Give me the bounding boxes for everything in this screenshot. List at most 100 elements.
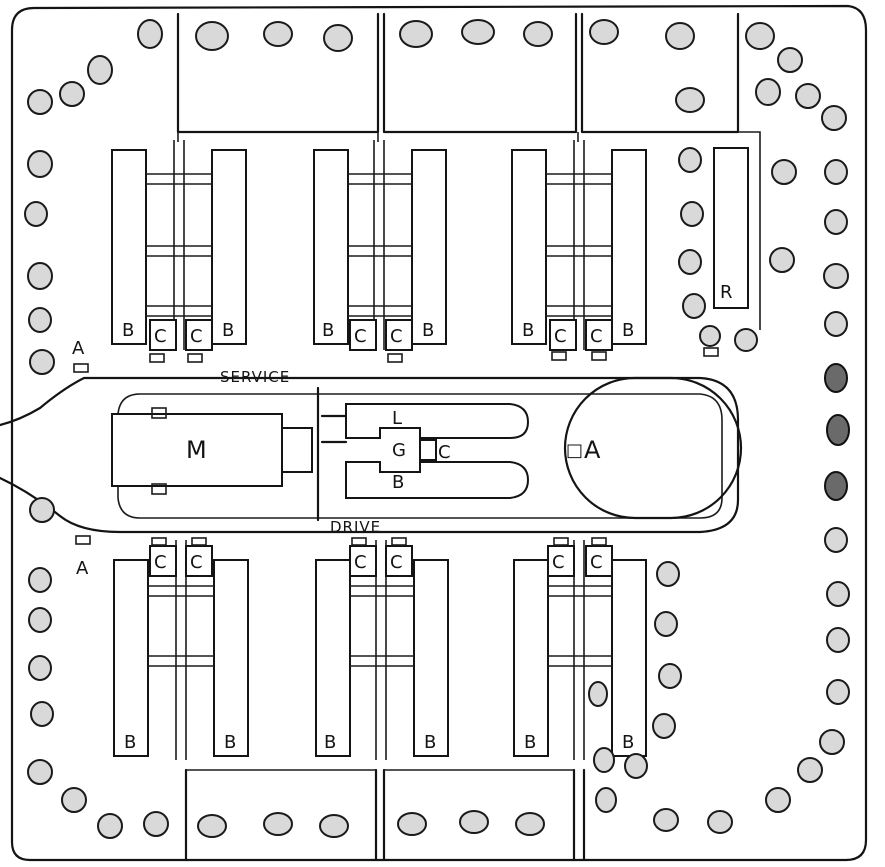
tree-icon bbox=[682, 293, 706, 319]
service-road-inner bbox=[117, 393, 723, 519]
tree-icon bbox=[399, 20, 433, 48]
tree-icon bbox=[593, 747, 615, 773]
tree-icon bbox=[823, 263, 849, 289]
assembly-marker-bottom bbox=[75, 535, 91, 545]
tree-icon bbox=[824, 363, 848, 393]
assembly-label-bottom: A bbox=[76, 558, 89, 579]
barracks-label: B bbox=[522, 320, 534, 341]
bottom-plots bbox=[184, 768, 586, 862]
tree-icon bbox=[824, 471, 848, 501]
tree-icon bbox=[745, 22, 775, 50]
tree-icon bbox=[263, 812, 293, 836]
tree-icon bbox=[523, 21, 553, 47]
tree-icon bbox=[87, 55, 113, 85]
tree-icon bbox=[777, 47, 803, 73]
recreation-label: R bbox=[720, 282, 733, 303]
tree-icon bbox=[755, 78, 781, 106]
tree-icon bbox=[28, 607, 52, 633]
tree-icon bbox=[826, 627, 850, 653]
barracks-label: B bbox=[224, 732, 236, 753]
tree-icon bbox=[678, 249, 702, 275]
cottage-label: C bbox=[390, 552, 403, 573]
tree-icon bbox=[652, 713, 676, 739]
tree-icon bbox=[675, 87, 705, 113]
property-border bbox=[10, 4, 868, 862]
tree-icon bbox=[771, 159, 797, 185]
cottage-label: C bbox=[552, 552, 565, 573]
tree-icon bbox=[653, 808, 679, 832]
tree-icon bbox=[461, 19, 495, 45]
tree-icon bbox=[588, 681, 608, 707]
tree-icon bbox=[137, 19, 163, 49]
barracks-label: B bbox=[222, 320, 234, 341]
tree-icon bbox=[734, 328, 758, 352]
tree-icon bbox=[824, 311, 848, 337]
parade-prefix-label: □ bbox=[566, 440, 583, 461]
tree-icon bbox=[797, 757, 823, 783]
center-cottage-label: C bbox=[438, 442, 451, 463]
tree-icon bbox=[27, 89, 53, 115]
cottage-label: C bbox=[154, 552, 167, 573]
tree-icon bbox=[29, 349, 55, 375]
cottage-label: C bbox=[390, 326, 403, 347]
tree-icon bbox=[624, 753, 648, 779]
barracks-label: B bbox=[324, 732, 336, 753]
barracks-group-bottom bbox=[113, 537, 647, 760]
tree-icon bbox=[28, 655, 52, 681]
tree-icon bbox=[821, 105, 847, 131]
tree-icon bbox=[29, 497, 55, 523]
barracks-group-top bbox=[111, 140, 749, 363]
tree-icon bbox=[665, 22, 695, 50]
tree-icon bbox=[824, 159, 848, 185]
tree-icon bbox=[765, 787, 791, 813]
cottage-label: C bbox=[154, 326, 167, 347]
assembly-label-top: A bbox=[72, 338, 85, 359]
tree-icon bbox=[658, 663, 682, 689]
tree-icon bbox=[97, 813, 123, 839]
tree-icon bbox=[28, 567, 52, 593]
tree-icon bbox=[826, 679, 850, 705]
tree-icon bbox=[323, 24, 353, 52]
tree-icon bbox=[27, 150, 53, 178]
latrine-complex bbox=[316, 386, 530, 522]
tree-icon bbox=[707, 810, 733, 834]
tree-icon bbox=[678, 147, 702, 173]
tree-icon bbox=[795, 83, 821, 109]
barracks-label: B bbox=[524, 732, 536, 753]
tree-icon bbox=[397, 812, 427, 836]
road-drive-label: DRIVE bbox=[330, 518, 381, 536]
service-road bbox=[0, 376, 740, 534]
barracks-label: B bbox=[124, 732, 136, 753]
cottage-label: C bbox=[354, 552, 367, 573]
tree-icon bbox=[826, 414, 850, 446]
tree-icon bbox=[824, 527, 848, 553]
tree-icon bbox=[459, 810, 489, 834]
tree-icon bbox=[24, 201, 48, 227]
center-mark-label: G bbox=[392, 440, 406, 461]
tree-icon bbox=[515, 812, 545, 836]
tree-icon bbox=[826, 581, 850, 607]
tree-icon bbox=[595, 787, 617, 813]
tree-icon bbox=[589, 19, 619, 45]
tree-icon bbox=[319, 814, 349, 838]
tree-icon bbox=[680, 201, 704, 227]
barracks-label: B bbox=[424, 732, 436, 753]
tree-icon bbox=[656, 561, 680, 587]
road-service-label: SERVICE bbox=[220, 368, 290, 386]
tree-icon bbox=[27, 262, 53, 290]
tree-icon bbox=[654, 611, 678, 637]
tree-icon-group bbox=[24, 19, 850, 839]
cottage-label: C bbox=[190, 552, 203, 573]
cottage-label: C bbox=[590, 552, 603, 573]
tree-icon bbox=[769, 247, 795, 273]
barracks-label: B bbox=[622, 732, 634, 753]
center-b-label: B bbox=[392, 472, 404, 493]
cottage-label: C bbox=[590, 326, 603, 347]
tree-icon bbox=[30, 701, 54, 727]
mess-hall-label: M bbox=[186, 436, 207, 464]
top-plots bbox=[176, 12, 761, 330]
tree-icon bbox=[699, 325, 721, 347]
barracks-label: B bbox=[122, 320, 134, 341]
cottage-label: C bbox=[354, 326, 367, 347]
